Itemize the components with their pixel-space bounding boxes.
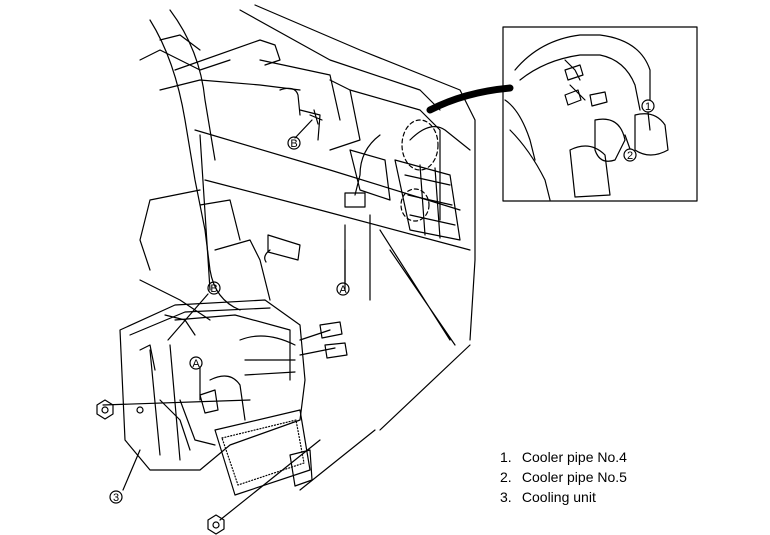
- legend-num: 3.: [500, 489, 512, 505]
- nut-left: [96, 399, 114, 420]
- callout-b-top: B: [290, 138, 297, 150]
- callout-b-unit: B: [210, 283, 217, 295]
- dashed-highlight-areas: [400, 119, 439, 222]
- cooling-unit: [119, 299, 348, 496]
- legend-label: Cooler pipe No.4: [521, 449, 627, 465]
- legend-label: Cooler pipe No.5: [521, 469, 627, 485]
- legend-item-3: 3. Cooling unit: [500, 487, 627, 507]
- detail-arrow: [426, 84, 514, 114]
- callout-2: 2: [627, 150, 633, 162]
- screw-b-top: [294, 109, 323, 139]
- legend-num: 1.: [500, 449, 512, 465]
- nut-bottom: [207, 514, 225, 535]
- legend-num: 2.: [500, 469, 512, 485]
- callout-a-dash: A: [339, 284, 347, 296]
- dashboard-structure: [139, 4, 476, 346]
- callout-a-unit: A: [192, 358, 200, 370]
- legend-label: Cooling unit: [521, 489, 596, 505]
- callout-circles: [109, 136, 350, 504]
- legend-item-1: 1. Cooler pipe No.4: [500, 447, 627, 467]
- leader-lines: [102, 224, 471, 521]
- callout-1: 1: [645, 101, 651, 113]
- callout-3: 3: [113, 492, 119, 504]
- parts-legend: 1. Cooler pipe No.4 2. Cooler pipe No.5 …: [500, 447, 627, 507]
- legend-item-2: 2. Cooler pipe No.5: [500, 467, 627, 487]
- inset-detail: [502, 26, 698, 202]
- harness-connector: [264, 134, 381, 263]
